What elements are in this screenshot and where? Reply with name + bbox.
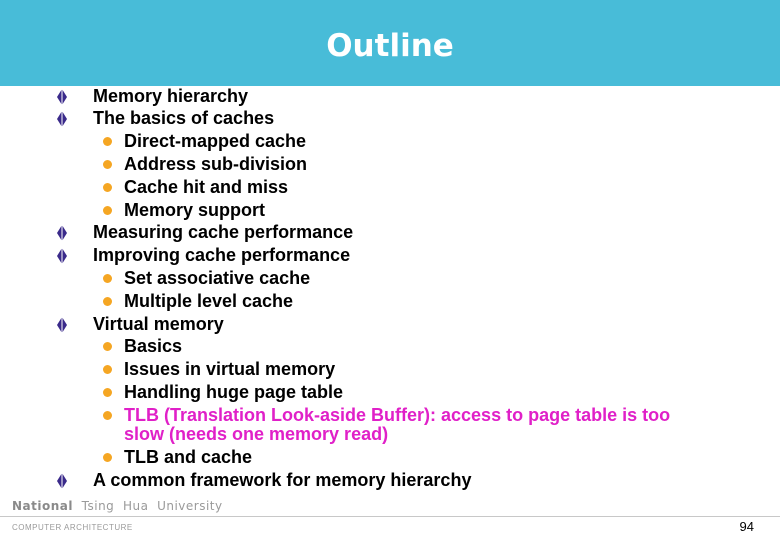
outline-item: Measuring cache performance — [57, 222, 353, 242]
outline-subitem: Direct-mapped cache — [103, 131, 306, 151]
dot-bullet-icon — [103, 206, 112, 215]
page-number: 94 — [739, 519, 754, 534]
outline-subitem: Set associative cache — [103, 268, 310, 288]
outline-item: Virtual memory — [57, 314, 224, 334]
diamond-bullet-icon — [57, 225, 67, 241]
outline-subitem: Cache hit and miss — [103, 177, 288, 197]
outline-item: Improving cache performance — [57, 245, 350, 265]
dot-bullet-icon — [103, 160, 112, 169]
footer-divider — [0, 516, 780, 517]
outline-subitem: Address sub-division — [103, 154, 307, 174]
outline-subitem: TLB and cache — [103, 447, 252, 467]
outline-subitem: Multiple level cache — [103, 291, 293, 311]
outline-subitem-continuation: slow (needs one memory read) — [124, 424, 389, 444]
outline-subitem: Memory support — [103, 200, 265, 220]
dot-bullet-icon — [103, 137, 112, 146]
outline-item: A common framework for memory hierarchy — [57, 470, 471, 490]
dot-bullet-icon — [103, 274, 112, 283]
department-label: COMPUTER ARCHITECTURE — [12, 523, 133, 532]
diamond-bullet-icon — [57, 248, 67, 264]
slide-title: Outline — [326, 28, 454, 64]
diamond-bullet-icon — [57, 89, 67, 105]
outline-item: Memory hierarchy — [57, 86, 248, 106]
dot-bullet-icon — [103, 388, 112, 397]
diamond-bullet-icon — [57, 473, 67, 489]
dot-bullet-icon — [103, 411, 112, 420]
outline-list: Memory hierarchy The basics of caches Di… — [57, 86, 670, 490]
dot-bullet-icon — [103, 342, 112, 351]
outline-item: The basics of caches — [57, 108, 274, 128]
diamond-bullet-icon — [57, 111, 67, 127]
diamond-bullet-icon — [57, 317, 67, 333]
outline-subitem: Handling huge page table — [103, 382, 343, 402]
dot-bullet-icon — [103, 297, 112, 306]
dot-bullet-icon — [103, 365, 112, 374]
outline-subitem: Issues in virtual memory — [103, 359, 335, 379]
university-logo: National Tsing Hua University — [12, 499, 223, 513]
dot-bullet-icon — [103, 183, 112, 192]
dot-bullet-icon — [103, 453, 112, 462]
outline-subitem-highlighted: TLB (Translation Look-aside Buffer): acc… — [103, 405, 670, 425]
title-bar — [0, 0, 780, 86]
outline-subitem: Basics — [103, 336, 182, 356]
